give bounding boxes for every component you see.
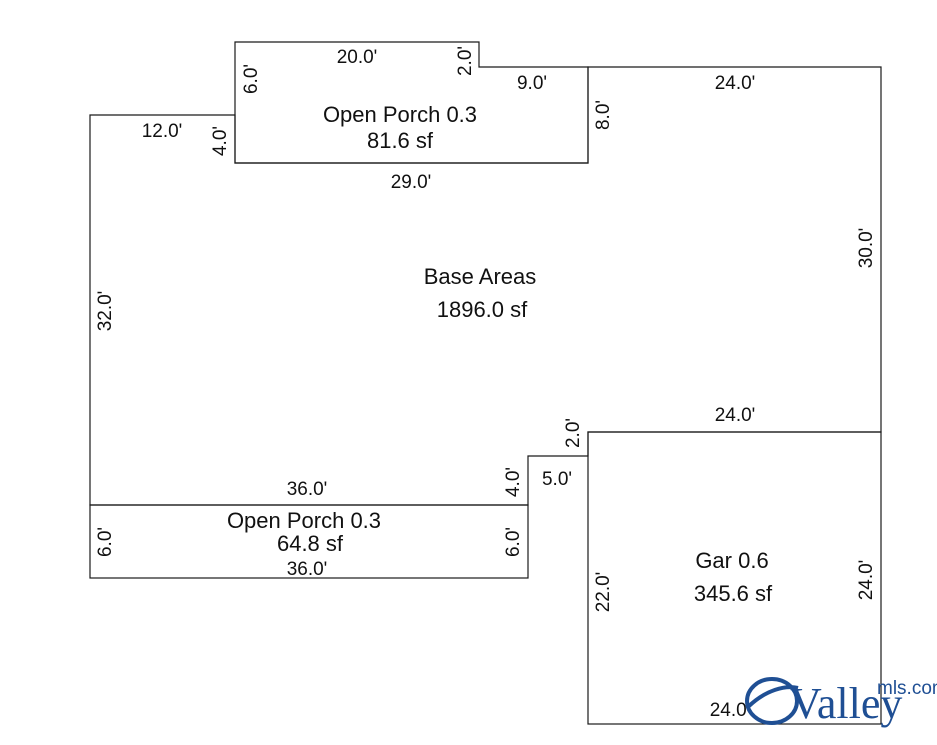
bottom-porch-dim-right: 6.0' <box>503 527 524 557</box>
bottom-porch-title: Open Porch 0.3 <box>227 508 381 533</box>
logo-word: Valley <box>790 679 902 728</box>
top-porch-dim-right: 8.0' <box>593 100 614 130</box>
base-dim-step-vertical: 2.0' <box>563 418 584 448</box>
top-porch-dim-notch-horizontal: 9.0' <box>517 73 547 94</box>
logo-suffix: mls.com <box>877 678 937 699</box>
garage-outline <box>587 431 882 725</box>
garage-dim-left: 22.0' <box>593 572 614 613</box>
garage-size: 345.6 sf <box>694 581 773 606</box>
valleymls-logo: Valley mls.com <box>745 677 937 728</box>
base-dim-left-side: 32.0' <box>95 291 116 332</box>
top-porch-dim-notch-vertical: 2.0' <box>455 46 476 76</box>
base-dim-step-horizontal: 5.0' <box>542 469 572 490</box>
top-porch-title: Open Porch 0.3 <box>323 102 477 127</box>
top-porch-outline <box>234 41 589 164</box>
logo-swoosh-icon <box>745 677 799 725</box>
garage-title: Gar 0.6 <box>695 548 768 573</box>
base-dim-step-lower: 4.0' <box>503 467 524 497</box>
garage-dim-bottom: 24.0' <box>710 700 751 721</box>
bottom-porch-dim-left: 6.0' <box>95 527 116 557</box>
base-area-title: Base Areas <box>424 264 537 289</box>
base-dim-top-right: 24.0' <box>715 73 756 94</box>
logo-swoosh-stroke <box>747 685 799 708</box>
top-porch-dim-bottom: 29.0' <box>391 172 432 193</box>
bottom-porch-size: 64.8 sf <box>277 531 344 556</box>
bottom-porch-dim-top: 36.0' <box>287 479 328 500</box>
top-porch-dim-left-lower: 4.0' <box>210 126 231 156</box>
top-porch-dim-left-upper: 6.0' <box>241 64 262 94</box>
base-dim-left-upper: 12.0' <box>142 121 183 142</box>
bottom-porch-dim-bottom: 36.0' <box>287 559 328 580</box>
top-porch-dim-top: 20.0' <box>337 47 378 68</box>
bottom-porch-outline <box>89 504 529 579</box>
base-dim-right-side: 30.0' <box>856 228 877 269</box>
garage-dim-right: 24.0' <box>856 560 877 601</box>
base-dim-step-top: 24.0' <box>715 405 756 426</box>
top-porch-size: 81.6 sf <box>367 128 434 153</box>
base-area-size: 1896.0 sf <box>437 297 528 322</box>
